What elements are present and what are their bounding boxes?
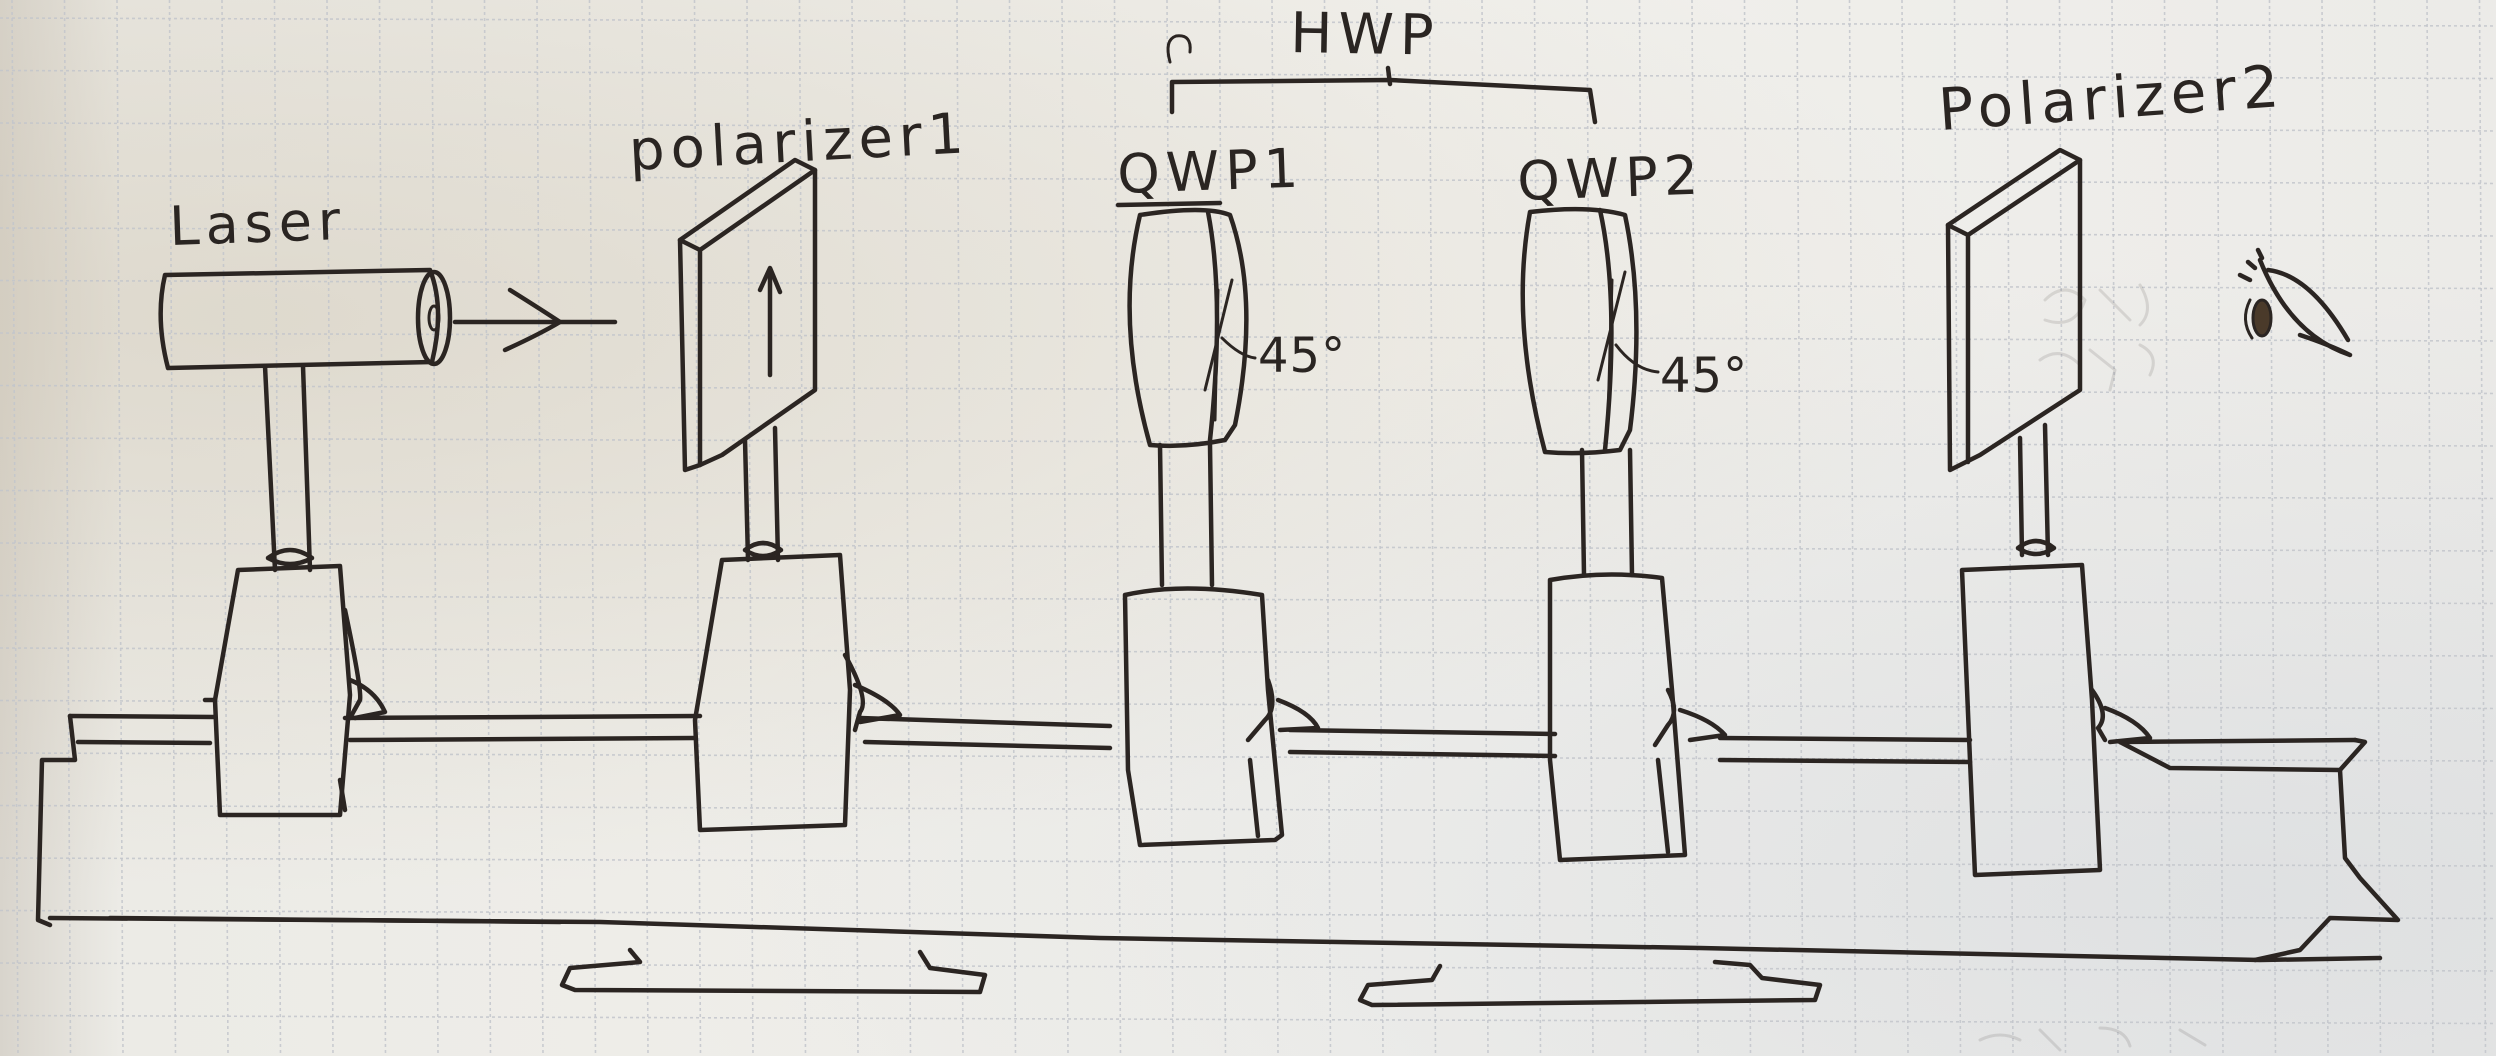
laser-device [161, 270, 450, 815]
angle-label-2: 45° [1660, 348, 1748, 404]
eye-icon [2240, 250, 2350, 355]
hwp-label: HWP [1290, 1, 1440, 69]
polarizer2-device [1948, 150, 2150, 875]
angle-marker-1 [1222, 338, 1255, 358]
laser-label: Laser [168, 189, 347, 258]
qwp1-device [1125, 210, 1318, 845]
arrow-right-icon [455, 290, 615, 350]
polarizer2-label: Polarizer2 [1936, 52, 2287, 144]
polarizer1-device [680, 160, 900, 830]
polarizer1-label: polarizer1 [627, 101, 971, 184]
optical-rail [38, 716, 2398, 1005]
qwp1-label: QWP1 [1116, 137, 1305, 206]
arrow-up-icon [760, 268, 780, 375]
bleed-through-marks [1980, 285, 2205, 1050]
qwp2-label: QWP2 [1516, 144, 1705, 213]
angle-label-1: 45° [1258, 328, 1346, 384]
qwp2-device [1523, 209, 1725, 860]
